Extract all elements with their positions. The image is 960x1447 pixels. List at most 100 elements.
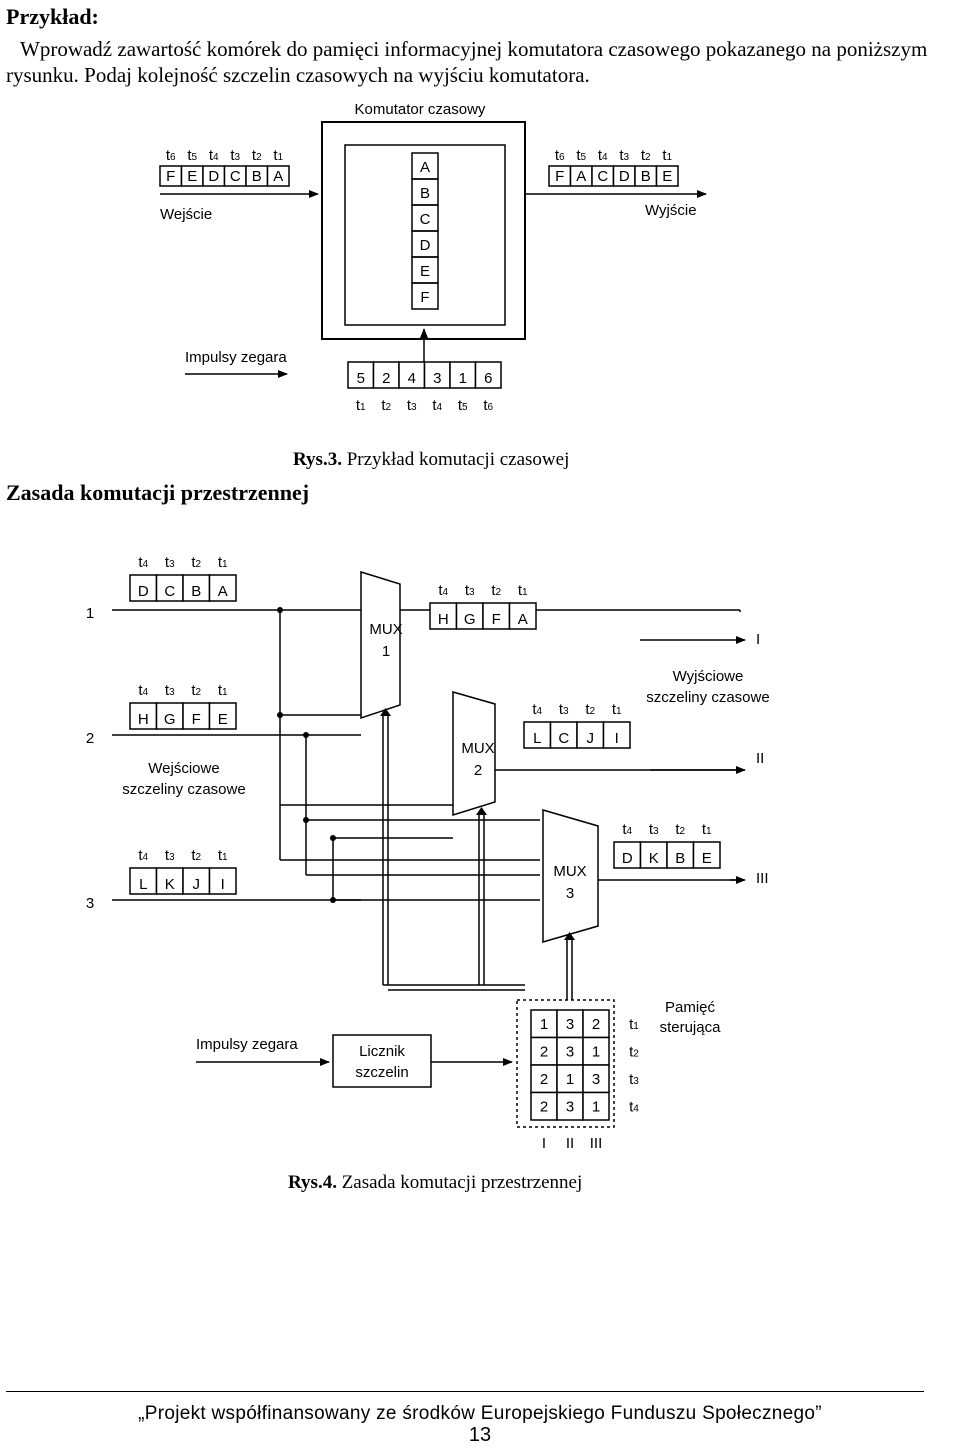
output-I-cell: G	[464, 611, 476, 628]
output-I-cell-box	[429, 602, 458, 630]
input-line-1-cell-box	[155, 574, 184, 602]
control-table-column-label: I	[542, 1135, 546, 1152]
control-cell: 5	[357, 370, 365, 387]
input-slot: t3	[230, 147, 240, 164]
input-line-2-cell: H	[138, 711, 149, 728]
bus-arrow-mux3	[564, 932, 575, 940]
memory-cell: E	[420, 263, 430, 280]
control-table-slot: t1	[629, 1016, 639, 1033]
input-line-2-slot: t2	[191, 682, 201, 699]
input-slot: t6	[166, 147, 176, 164]
control-table-cell: 2	[540, 1071, 548, 1088]
output-line-number: I	[756, 631, 760, 648]
output-III-cell-box	[613, 841, 642, 869]
input-line-2-cell: G	[164, 711, 176, 728]
input-line-3-cell: I	[221, 876, 225, 893]
output-II-cell: C	[558, 730, 569, 747]
input-line-3-slot: t1	[218, 847, 228, 864]
control-bus	[382, 716, 573, 1000]
input-line-3-cell-box	[129, 867, 158, 895]
input-line-2-slot: t3	[165, 682, 175, 699]
output-cell-box	[655, 165, 679, 187]
output-I-slot: t4	[438, 582, 448, 599]
control-table-cell: 3	[566, 1016, 574, 1033]
input-line-number: 3	[86, 895, 94, 912]
page-number: 13	[468, 1424, 492, 1446]
output-II-slot: t3	[559, 701, 569, 718]
input-cell-box	[266, 165, 290, 187]
mux2-shape	[452, 691, 496, 817]
control-cell: 2	[382, 370, 390, 387]
input-slot: t2	[252, 147, 262, 164]
output-III-cell: E	[702, 850, 712, 867]
output-III-cell-box	[692, 841, 721, 869]
mux2-number: 2	[474, 762, 482, 779]
example-heading: Przykład:	[6, 4, 99, 29]
output-slot: t5	[576, 147, 586, 164]
output-II-cell-box	[602, 721, 631, 749]
clock-label: Impulsy zegara	[185, 349, 287, 366]
control-table-slot: t3	[629, 1071, 639, 1088]
control-cell: 6	[484, 370, 492, 387]
output-cell: C	[597, 168, 608, 185]
control-slot: t6	[483, 397, 493, 414]
control-table-cell-box	[582, 1036, 610, 1066]
input-line-1-slot: t3	[165, 554, 175, 571]
control-table-slot: t4	[629, 1099, 639, 1116]
output-III-slot: t1	[702, 821, 712, 838]
mux2-label: MUX	[461, 740, 494, 757]
footer-rule	[6, 1391, 924, 1392]
input-line-3-slot: t3	[165, 847, 175, 864]
mux3-label: MUX	[553, 863, 586, 880]
output-I-slot: t3	[465, 582, 475, 599]
input-cell: D	[208, 168, 219, 185]
counter-label-line1: Licznik	[359, 1043, 405, 1060]
output-I-slot: t1	[518, 582, 528, 599]
control-table-cell: 2	[540, 1044, 548, 1061]
input-cell: B	[252, 168, 262, 185]
control-table-cell: 2	[540, 1099, 548, 1116]
control-table-cell-box	[556, 1009, 584, 1039]
input-line-3-cell: J	[193, 876, 201, 893]
counter-box	[332, 1034, 432, 1088]
input-line-3-cell: K	[165, 876, 175, 893]
output-caption-line2: szczeliny czasowe	[646, 689, 769, 706]
input-line-1-cell-box	[182, 574, 211, 602]
output-I-cell: A	[518, 611, 528, 628]
input-slot: t4	[209, 147, 219, 164]
output-line-number: II	[756, 750, 764, 767]
output-II-slot: t1	[612, 701, 622, 718]
control-slot: t4	[432, 397, 442, 414]
control-table-cell-box	[582, 1091, 610, 1121]
task-paragraph: Wprowadź zawartość komórek do pamięci in…	[6, 37, 928, 87]
control-table-column-label: II	[566, 1135, 574, 1152]
memory-label-line2: sterująca	[660, 1019, 722, 1036]
input-line-3-slot: t4	[138, 847, 148, 864]
output-III-cell: K	[649, 850, 659, 867]
memory-cell: B	[420, 185, 430, 202]
input-line-3-cell-box	[208, 867, 237, 895]
input-line-2-slot: t4	[138, 682, 148, 699]
mux1-number: 1	[382, 643, 390, 660]
output-I-cell: H	[438, 611, 449, 628]
output-I-cell-box	[508, 602, 537, 630]
control-table-cell-box	[582, 1064, 610, 1094]
control-slot: t5	[458, 397, 468, 414]
input-slot: t5	[187, 147, 197, 164]
input-line-number: 2	[86, 730, 94, 747]
memory-cell-box	[411, 282, 439, 310]
input-line-1-cell: A	[218, 583, 228, 600]
input-line-2-cell-box	[129, 702, 158, 730]
output-II-cell: J	[587, 730, 595, 747]
section-heading: Zasada komutacji przestrzennej	[6, 480, 310, 505]
input-line-number: 1	[86, 605, 94, 622]
input-label: Wejście	[160, 206, 212, 223]
